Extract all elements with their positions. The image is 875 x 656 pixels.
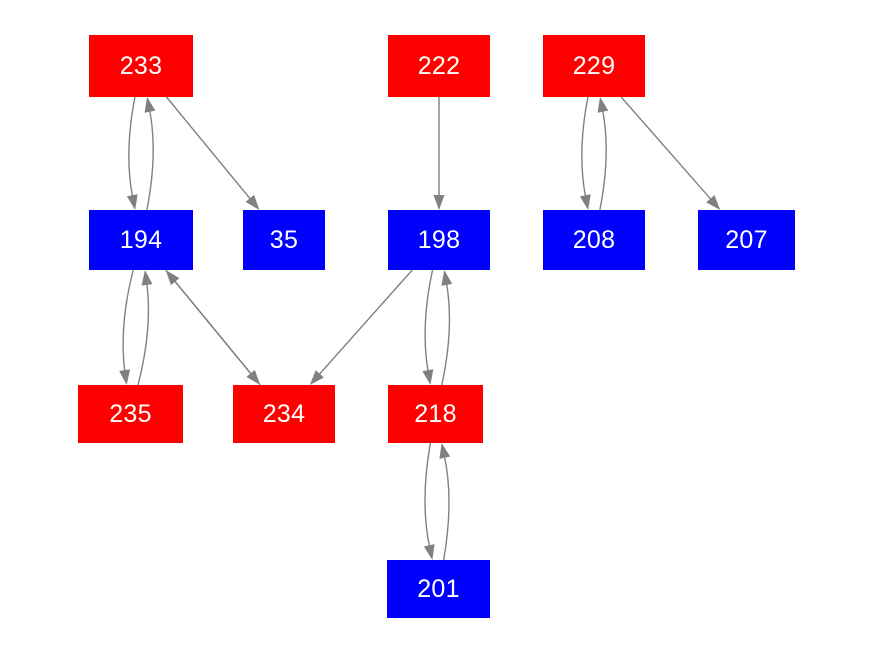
edge-arrowhead-233-35 (245, 194, 260, 210)
graph-node-222[interactable]: 222 (388, 35, 490, 97)
graph-node-207[interactable]: 207 (698, 210, 795, 270)
edge-229-to-207 (620, 96, 713, 201)
graph-node-233[interactable]: 233 (89, 35, 193, 97)
graph-node-234[interactable]: 234 (233, 385, 335, 443)
edge-arrowhead-208-229 (597, 97, 609, 113)
edge-arrowhead-235-194 (141, 270, 153, 286)
graph-node-208[interactable]: 208 (543, 210, 645, 270)
edge-arrowhead-229-207 (706, 195, 721, 210)
edge-arrowhead-218-198 (441, 270, 453, 286)
edge-arrowhead-222-198 (433, 195, 445, 210)
graph-node-label: 234 (262, 399, 306, 428)
edge-208-to-229 (599, 109, 607, 211)
graph-node-218[interactable]: 218 (388, 385, 483, 443)
graph-node-label: 235 (109, 399, 152, 428)
edge-234-to-194 (173, 279, 261, 386)
graph-node-229[interactable]: 229 (543, 35, 645, 97)
graph-node-35[interactable]: 35 (243, 210, 325, 270)
graph-node-201[interactable]: 201 (387, 560, 490, 618)
graph-node-label: 233 (119, 51, 163, 80)
graph-node-label: 207 (725, 225, 768, 254)
edge-arrowhead-198-218 (422, 369, 434, 385)
graph-node-label: 208 (572, 225, 616, 254)
graph-node-label: 194 (119, 225, 163, 254)
edge-arrowhead-233-194 (126, 194, 138, 210)
edge-arrowhead-198-234 (309, 370, 324, 385)
edge-198-to-218 (424, 269, 434, 373)
edge-233-to-35 (165, 96, 252, 201)
edge-198-to-234 (317, 269, 413, 376)
edge-arrowhead-194-233 (144, 97, 156, 113)
edge-218-to-198 (441, 282, 451, 386)
graph-node-label: 35 (269, 225, 299, 254)
graph-node-label: 222 (417, 51, 461, 80)
edge-229-to-208 (581, 96, 589, 198)
graph-node-label: 201 (417, 574, 460, 603)
graph-node-label: 229 (572, 51, 616, 80)
graph-node-194[interactable]: 194 (89, 210, 193, 270)
edge-arrowhead-201-218 (439, 443, 451, 459)
edge-194-to-235 (122, 269, 134, 373)
edge-arrowhead-234-194 (165, 270, 180, 286)
edge-233-to-194 (128, 96, 136, 198)
graph-node-198[interactable]: 198 (388, 210, 490, 270)
graph-node-label: 218 (414, 399, 457, 428)
edge-201-to-218 (442, 455, 450, 561)
graph-node-label: 198 (417, 225, 461, 254)
edge-arrowhead-218-201 (423, 544, 435, 560)
edge-218-to-201 (424, 442, 432, 548)
edge-194-to-233 (146, 109, 154, 211)
edge-235-to-194 (137, 282, 150, 386)
graph-node-235[interactable]: 235 (78, 385, 183, 443)
edge-arrowhead-194-235 (119, 369, 131, 385)
edge-arrowhead-229-208 (579, 194, 591, 210)
